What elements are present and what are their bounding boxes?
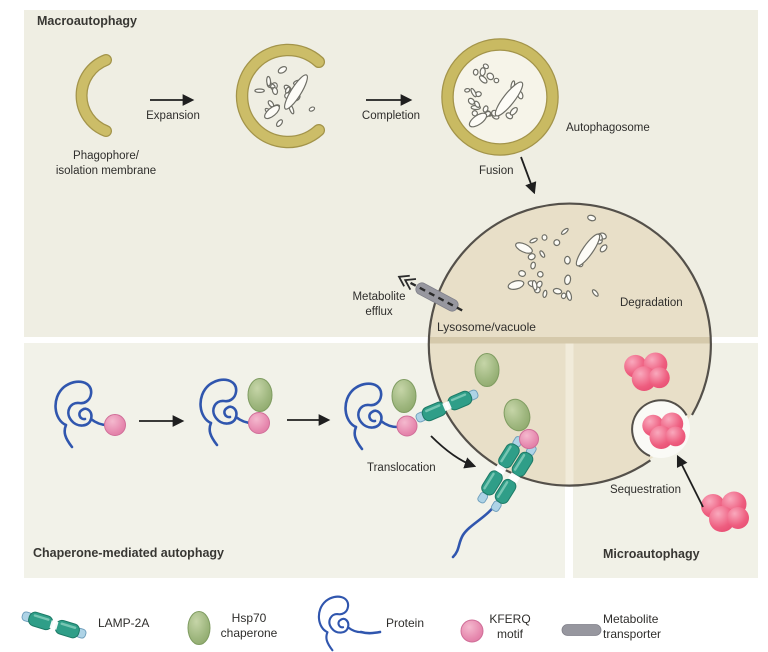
debris-ellipse bbox=[518, 270, 527, 277]
legend-kferq-label: KFERQ motif bbox=[489, 612, 531, 641]
legend-lamp2a-label: LAMP-2A bbox=[98, 616, 150, 630]
hsp70-chaperone-icon bbox=[247, 378, 273, 412]
kferq-motif-icon bbox=[248, 412, 270, 434]
debris-ellipse bbox=[486, 72, 495, 81]
lysosome-vacuole-label: Lysosome/vacuole bbox=[437, 320, 536, 334]
hsp70-chaperone-icon bbox=[391, 379, 417, 413]
debris-ellipse bbox=[560, 227, 569, 235]
debris-ellipse bbox=[283, 74, 309, 110]
debris-ellipse bbox=[541, 234, 548, 241]
translocation-arrow bbox=[430, 435, 477, 469]
translocation-label: Translocation bbox=[367, 462, 436, 474]
debris-ellipse bbox=[275, 119, 284, 128]
hsp70-legend-icon bbox=[187, 611, 211, 645]
cargo-debris bbox=[464, 63, 524, 128]
debris-ellipse bbox=[507, 280, 525, 290]
protein-squiggle-icon bbox=[54, 380, 109, 449]
hsp70-chaperone-icon bbox=[474, 353, 500, 387]
fusion-label: Fusion bbox=[479, 165, 514, 177]
legend-protein-label: Protein bbox=[386, 616, 425, 630]
debris-ellipse bbox=[254, 88, 265, 93]
legend-transporter-label: Metabolite transporter bbox=[603, 612, 662, 641]
debris-ellipse bbox=[591, 289, 599, 297]
debris-ellipse bbox=[467, 97, 476, 105]
debris-ellipse bbox=[494, 81, 524, 117]
expansion-label: Expansion bbox=[146, 110, 200, 122]
debris-ellipse bbox=[575, 233, 601, 267]
debris-ellipse bbox=[553, 239, 561, 247]
sequestration-arrow bbox=[676, 454, 704, 508]
protein-squiggle-icon bbox=[199, 378, 254, 447]
autophagosome-icon bbox=[441, 38, 559, 156]
metabolite-transporter-icon bbox=[397, 274, 467, 314]
debris-ellipse bbox=[599, 244, 608, 253]
debris-ellipse bbox=[515, 242, 533, 254]
kferq-motif-icon bbox=[396, 415, 418, 437]
completion-label: Completion bbox=[361, 110, 421, 122]
lysosome-vacuole-icon bbox=[427, 202, 712, 487]
cargo-debris bbox=[254, 66, 316, 128]
efflux-chevrons-icon bbox=[397, 274, 417, 291]
lysosome-membrane bbox=[427, 202, 712, 487]
metabolite-efflux-label: Metabolite efflux bbox=[352, 291, 406, 318]
debris-ellipse bbox=[482, 105, 489, 113]
phagophore-label: Phagophore/ isolation membrane bbox=[55, 150, 157, 177]
macroautophagy-title: Macroautophagy bbox=[37, 14, 138, 28]
sequestration-label: Sequestration bbox=[610, 484, 681, 496]
hsp70-chaperone-icon bbox=[503, 398, 531, 432]
cargo-blob-icon bbox=[701, 491, 749, 532]
debris-ellipse bbox=[542, 289, 548, 299]
debris-ellipse bbox=[527, 253, 536, 261]
debris-ellipse bbox=[529, 237, 538, 244]
microautophagy-title: Microautophagy bbox=[603, 547, 700, 561]
unfolded-protein-thread bbox=[451, 499, 500, 559]
panel-gap-vertical bbox=[565, 343, 574, 485]
legend-hsp70-label: Hsp70 chaperone bbox=[220, 611, 278, 640]
debris-ellipse bbox=[308, 106, 316, 112]
debris-ellipse bbox=[493, 77, 500, 84]
debris-ellipse bbox=[474, 100, 481, 108]
phagophore-cup-icon bbox=[235, 43, 326, 149]
degradation-label: Degradation bbox=[620, 297, 683, 309]
lamp2a-legend-icon bbox=[19, 607, 89, 643]
debris-ellipse bbox=[587, 214, 597, 222]
kferq-motif-icon bbox=[104, 414, 126, 436]
debris-ellipse bbox=[531, 279, 538, 291]
transporter-legend-icon bbox=[561, 624, 602, 636]
debris-ellipse bbox=[563, 255, 571, 265]
protein-legend-tail bbox=[359, 630, 382, 635]
debris-ellipse bbox=[565, 290, 573, 301]
debris-ellipse bbox=[478, 75, 488, 84]
protein-legend-icon bbox=[317, 595, 363, 652]
protein-squiggle-icon bbox=[344, 382, 399, 451]
cma-title: Chaperone-mediated autophagy bbox=[33, 546, 224, 560]
kferq-motif-icon bbox=[519, 429, 539, 449]
kferq-legend-icon bbox=[460, 619, 484, 643]
debris-ellipse bbox=[266, 75, 272, 87]
debris-ellipse bbox=[468, 112, 488, 128]
debris-ellipse bbox=[552, 287, 563, 295]
debris-ellipse bbox=[482, 63, 489, 70]
phagophore-membrane-icon bbox=[75, 54, 112, 137]
panel-gap-horizontal bbox=[428, 337, 710, 344]
debris-ellipse bbox=[470, 87, 477, 98]
debris-ellipse bbox=[264, 104, 280, 120]
debris-ellipse bbox=[472, 68, 479, 76]
debris-ellipse bbox=[536, 270, 544, 278]
debris-ellipse bbox=[530, 261, 536, 270]
debris-ellipse bbox=[277, 66, 288, 74]
debris-ellipse bbox=[560, 292, 567, 300]
fusion-arrow bbox=[520, 156, 537, 195]
debris-ellipse bbox=[564, 274, 572, 286]
degraded-cargo-debris bbox=[507, 214, 608, 301]
debris-ellipse bbox=[464, 87, 471, 93]
autophagosome-label: Autophagosome bbox=[566, 122, 650, 134]
lamp2a-translocation-complex bbox=[477, 436, 537, 512]
debris-ellipse bbox=[539, 250, 546, 258]
debris-ellipse bbox=[509, 106, 518, 116]
